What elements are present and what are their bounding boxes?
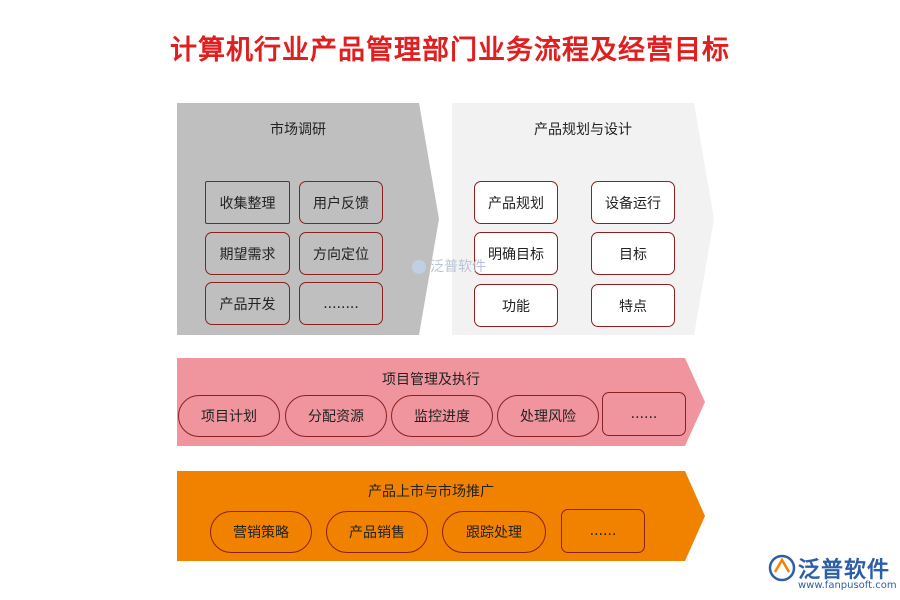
project-management-item: 项目计划 xyxy=(178,395,280,437)
project-management-item: ...... xyxy=(602,392,686,436)
product-planning-item: 设备运行 xyxy=(591,181,675,224)
product-planning-item: 明确目标 xyxy=(474,232,558,275)
project-management-item: 监控进度 xyxy=(391,395,493,437)
market-research-item: 用户反馈 xyxy=(299,181,383,224)
market-launch-item: 产品销售 xyxy=(326,511,428,553)
market-research-item: 产品开发 xyxy=(205,282,290,325)
watermark-text: 泛普软件 xyxy=(430,259,486,275)
page-title: 计算机行业产品管理部门业务流程及经营目标 xyxy=(170,35,730,66)
logo-url: www.fanpusoft.com xyxy=(798,580,897,591)
project-management-item: 分配资源 xyxy=(285,395,387,437)
market-research-item: 收集整理 xyxy=(205,181,290,224)
product-planning-title: 产品规划与设计 xyxy=(534,122,632,138)
fanpusoft-logo-icon xyxy=(768,554,796,582)
market-launch-item: 营销策略 xyxy=(210,511,312,553)
logo-name: 泛普软件 xyxy=(798,558,891,583)
project-management-title: 项目管理及执行 xyxy=(382,372,480,388)
market-research-panel xyxy=(177,103,439,335)
market-research-title: 市场调研 xyxy=(270,122,326,138)
market-research-item: 期望需求 xyxy=(205,232,290,275)
watermark: 泛普软件 xyxy=(412,256,486,276)
product-planning-item: 产品规划 xyxy=(474,181,558,224)
project-management-band xyxy=(177,358,705,446)
product-planning-panel xyxy=(452,103,714,335)
market-research-item: ........ xyxy=(299,282,383,325)
product-planning-item: 目标 xyxy=(591,232,675,275)
market-research-item: 方向定位 xyxy=(299,232,383,275)
product-planning-item: 功能 xyxy=(474,284,558,327)
watermark-logo-icon xyxy=(412,260,426,274)
market-launch-item: 跟踪处理 xyxy=(442,511,546,553)
project-management-item: 处理风险 xyxy=(497,395,599,437)
product-planning-item: 特点 xyxy=(591,284,675,327)
market-launch-item: ...... xyxy=(561,509,645,553)
market-launch-title: 产品上市与市场推广 xyxy=(368,484,494,500)
